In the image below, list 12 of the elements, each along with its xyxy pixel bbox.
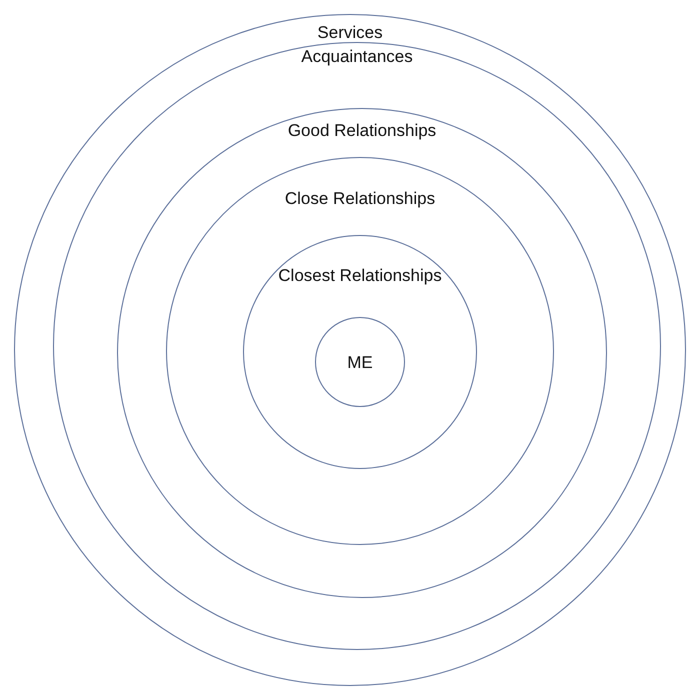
ring-label: Acquaintances (301, 47, 413, 67)
ring-label: Good Relationships (288, 121, 436, 141)
circle-ring (14, 14, 686, 686)
ring-label: Services (317, 23, 383, 43)
ring-label: Close Relationships (284, 189, 436, 209)
circle-ring (117, 108, 607, 598)
circle-ring (166, 157, 554, 545)
ring-label: ME (347, 353, 373, 373)
circle-ring (315, 317, 405, 407)
ring-label: Closest Relationships (278, 266, 442, 286)
circle-ring (243, 235, 477, 469)
circle-ring (53, 42, 661, 650)
